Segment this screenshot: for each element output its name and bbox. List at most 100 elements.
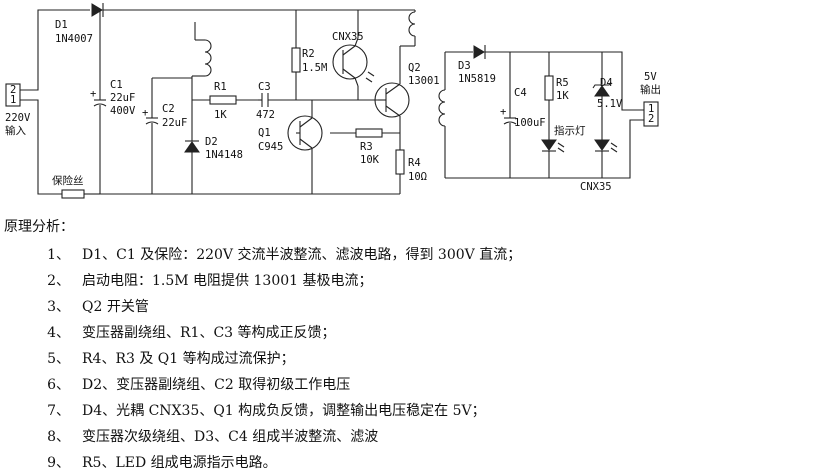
C1-voltage: 400V bbox=[110, 105, 136, 117]
R5-value: 1K bbox=[556, 90, 569, 102]
output-connector: 1 2 5V 输出 bbox=[640, 71, 661, 127]
item-number: 7、 bbox=[47, 403, 70, 419]
input-connector: 2 1 220V 输入 bbox=[5, 83, 31, 137]
Q2-ref: Q2 bbox=[408, 62, 421, 74]
analysis-item: 6、 D2、变压器副绕组、C2 取得初级工作电压 bbox=[0, 372, 521, 398]
output-pin-top: 1 bbox=[648, 103, 654, 115]
item-number: 5、 bbox=[47, 351, 70, 367]
item-text: 变压器副绕组、R1、C3 等构成正反馈； bbox=[82, 325, 336, 341]
analysis-item: 2、启动电阻：1.5M 电阻提供 13001 基极电流； bbox=[0, 268, 521, 294]
item-text: D1、C1 及保险：220V 交流半波整流、滤波电路，得到 300V 直流； bbox=[82, 247, 522, 263]
analysis-title: 原理分析： bbox=[4, 219, 74, 235]
output-ground-wire bbox=[602, 119, 644, 179]
transistor-Q1: Q1 C945 bbox=[258, 100, 323, 194]
capacitor-C3: C3 472 bbox=[256, 81, 378, 121]
item-number: 2、 bbox=[47, 273, 70, 289]
output-pin-bottom: 2 bbox=[648, 113, 654, 125]
opto-led-label: CNX35 bbox=[580, 181, 612, 193]
D1-part: 1N4007 bbox=[55, 33, 93, 45]
resistor-R2: R2 1.5M bbox=[291, 10, 327, 100]
diode-D1: D1 1N4007 bbox=[55, 3, 415, 45]
fuse: 保险丝 bbox=[52, 174, 100, 199]
item-text: Q2 开关管 bbox=[82, 299, 149, 315]
R1-value: 1K bbox=[214, 109, 227, 121]
optocoupler-phototransistor: CNX35 bbox=[332, 10, 375, 100]
C2-value: 22uF bbox=[162, 117, 187, 129]
R2-value: 1.5M bbox=[302, 62, 327, 74]
fuse-label: 保险丝 bbox=[52, 174, 84, 187]
analysis-list: 1、 D1、C1 及保险：220V 交流半波整流、滤波电路，得到 300V 直流；… bbox=[0, 242, 521, 476]
resistor-R3: R3 10K bbox=[330, 128, 400, 166]
D3-part: 1N5819 bbox=[458, 73, 496, 85]
output-positive-wire bbox=[602, 51, 644, 111]
R4-ref: R4 bbox=[408, 157, 421, 169]
D1-ref: D1 bbox=[55, 19, 68, 31]
item-number: 1、 bbox=[47, 247, 70, 263]
C4-ref: C4 bbox=[514, 87, 527, 99]
resistor-R1: R1 1K bbox=[192, 81, 258, 121]
input-pin-top: 2 bbox=[10, 84, 16, 96]
R2-ref: R2 bbox=[302, 48, 315, 60]
capacitor-C4: + C4 100uF bbox=[500, 52, 546, 178]
optocoupler-led: CNX35 bbox=[580, 139, 618, 193]
analysis-item: 7、 D4、光耦 CNX35、Q1 构成负反馈，调整输出电压稳定在 5V； bbox=[0, 398, 521, 424]
transistor-Q2: Q2 13001 bbox=[374, 46, 440, 150]
item-number: 3、 bbox=[47, 299, 70, 315]
item-text: R4、R3 及 Q1 等构成过流保护； bbox=[82, 351, 295, 367]
R3-value: 10K bbox=[360, 154, 380, 166]
analysis-item: 4、变压器副绕组、R1、C3 等构成正反馈； bbox=[0, 320, 521, 346]
diode-D3: D3 1N5819 bbox=[458, 45, 602, 85]
item-text: 变压器次级绕组、D3、C4 组成半波整流、滤波 bbox=[82, 429, 379, 445]
input-voltage-label: 220V bbox=[5, 112, 31, 124]
analysis-item: 9、 R5、LED 组成电源指示电路。 bbox=[0, 450, 521, 476]
C3-ref: C3 bbox=[258, 81, 271, 93]
D4-value: 5.1V bbox=[597, 98, 623, 110]
R3-ref: R3 bbox=[360, 141, 373, 153]
C4-polarity: + bbox=[500, 106, 506, 118]
C2-ref: C2 bbox=[162, 103, 175, 115]
input-neutral-wire bbox=[20, 99, 62, 195]
item-number: 6、 bbox=[47, 377, 70, 393]
output-label: 输出 bbox=[640, 83, 661, 96]
input-pin-bottom: 1 bbox=[10, 94, 16, 106]
analysis-section: 原理分析： 1、 D1、C1 及保险：220V 交流半波整流、滤波电路，得到 30… bbox=[0, 214, 819, 475]
aux-winding-coil bbox=[192, 22, 212, 77]
input-label: 输入 bbox=[5, 124, 26, 137]
R5-ref: R5 bbox=[556, 77, 569, 89]
item-text: R5、LED 组成电源指示电路。 bbox=[82, 455, 277, 471]
diode-D2: D2 1N4148 bbox=[184, 135, 243, 194]
capacitor-C1: + C1 22uF 400V bbox=[90, 10, 136, 194]
D2-part: 1N4148 bbox=[205, 149, 243, 161]
item-text: D2、变压器副绕组、C2 取得初级工作电压 bbox=[82, 377, 351, 393]
circuit-schematic: 2 1 220V 输入 D1 1N4007 保险丝 + C1 22uF 400V bbox=[5, 3, 661, 199]
D4-ref: D4 bbox=[600, 77, 613, 89]
indicator-led: 指示灯 bbox=[541, 124, 586, 178]
C1-value: 22uF bbox=[110, 92, 135, 104]
capacitor-C2: + C2 22uF bbox=[142, 78, 187, 194]
Q1-part: C945 bbox=[258, 141, 283, 153]
analysis-item: 8、变压器次级绕组、D3、C4 组成半波整流、滤波 bbox=[0, 424, 521, 450]
item-number: 8、 bbox=[47, 429, 70, 445]
optocoupler-label: CNX35 bbox=[332, 31, 364, 43]
C1-polarity: + bbox=[90, 88, 96, 100]
R1-ref: R1 bbox=[214, 81, 227, 93]
analysis-item: 3、 Q2 开关管 bbox=[0, 294, 521, 320]
D2-ref: D2 bbox=[205, 136, 218, 148]
C2-polarity: + bbox=[142, 107, 148, 119]
D3-ref: D3 bbox=[458, 60, 471, 72]
item-text: D4、光耦 CNX35、Q1 构成负反馈，调整输出电压稳定在 5V； bbox=[82, 403, 486, 419]
output-voltage-label: 5V bbox=[644, 71, 657, 83]
Q2-part: 13001 bbox=[408, 75, 440, 87]
zener-D4: D4 5.1V bbox=[592, 52, 623, 140]
secondary-winding-coil bbox=[438, 52, 446, 178]
Q1-ref: Q1 bbox=[258, 127, 271, 139]
item-text: 启动电阻：1.5M 电阻提供 13001 基极电流； bbox=[82, 273, 373, 289]
item-number: 9、 bbox=[47, 455, 70, 471]
analysis-item: 1、 D1、C1 及保险：220V 交流半波整流、滤波电路，得到 300V 直流； bbox=[0, 242, 521, 268]
C3-value: 472 bbox=[256, 109, 275, 121]
resistor-R4: R4 10Ω bbox=[395, 149, 427, 194]
indicator-label: 指示灯 bbox=[554, 124, 586, 137]
C4-value: 100uF bbox=[514, 117, 546, 129]
R4-value: 10Ω bbox=[408, 171, 427, 183]
item-number: 4、 bbox=[47, 325, 70, 341]
